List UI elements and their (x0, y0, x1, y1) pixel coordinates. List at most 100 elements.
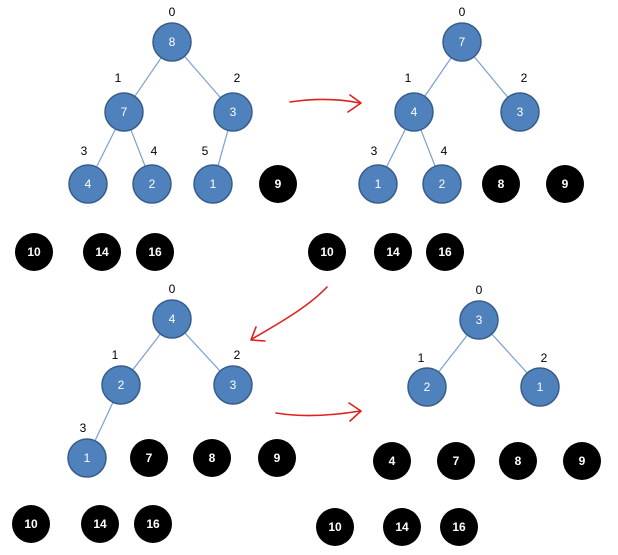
sorted-node-circle (426, 233, 464, 271)
heap-node: 24 (422, 144, 462, 204)
heap-node: 32 (500, 71, 540, 132)
heap-node-circle (152, 299, 192, 339)
heap-node-circle (407, 367, 447, 407)
heap-node: 43 (68, 144, 108, 204)
sorted-node: 10 (308, 233, 346, 271)
sorted-node-value: 7 (146, 451, 153, 465)
sorted-node: 14 (81, 505, 119, 543)
heap-node-value: 2 (118, 378, 125, 392)
sorted-node-value: 16 (438, 245, 452, 259)
sorted-node-circle (12, 505, 50, 543)
heap-node-value: 3 (517, 105, 524, 119)
heap-node: 21 (407, 351, 447, 407)
heap-node-value: 1 (537, 380, 544, 394)
arrow-head (348, 402, 362, 422)
heap-node-value: 1 (375, 177, 382, 191)
heap-node: 80 (152, 5, 192, 62)
heap-index-label: 0 (169, 282, 176, 296)
heap-index-label: 2 (541, 351, 548, 365)
heap-node-circle (520, 367, 560, 407)
sorted-node-value: 14 (386, 245, 400, 259)
sorted-node-value: 10 (27, 245, 41, 259)
heap-node-value: 2 (424, 380, 431, 394)
sorted-node-circle (440, 508, 478, 546)
sorted-node: 16 (426, 233, 464, 271)
heap-node-circle (213, 92, 253, 132)
heap-node-circle (394, 92, 434, 132)
arrow-step-3 (275, 402, 362, 422)
sorted-node: 7 (437, 442, 475, 480)
sorted-node-circle (374, 233, 412, 271)
heap-node-value: 7 (121, 105, 128, 119)
sorted-node: 4 (373, 442, 411, 480)
sorted-node: 14 (374, 233, 412, 271)
sorted-node-circle (546, 165, 584, 203)
heap-node-circle (152, 22, 192, 62)
heap-index-label: 5 (202, 144, 209, 158)
heap-node: 71 (104, 71, 144, 132)
heap-index-label: 0 (169, 5, 176, 19)
heap-node-circle (67, 438, 107, 478)
sorted-node-circle (136, 233, 174, 271)
sorted-node-circle (373, 442, 411, 480)
sorted-node-value: 9 (274, 451, 281, 465)
heap-node: 12 (520, 351, 560, 407)
arrow-step-2 (250, 286, 328, 342)
heap-index-label: 1 (115, 71, 122, 85)
heap-node-value: 3 (476, 313, 483, 327)
sorted-node: 16 (440, 508, 478, 546)
heap-node-circle (442, 22, 482, 62)
sorted-node-circle (259, 165, 297, 203)
heap-node-value: 8 (169, 35, 176, 49)
heap-node-circle (132, 164, 172, 204)
heap-node: 15 (193, 144, 233, 204)
heap-node-circle (104, 92, 144, 132)
heap-node-value: 4 (169, 312, 176, 326)
heap-index-label: 3 (81, 144, 88, 158)
heap-node-value: 3 (230, 378, 237, 392)
heap-node: 70 (442, 5, 482, 62)
sorted-node-circle (258, 439, 296, 477)
sorted-node: 9 (546, 165, 584, 203)
heap-node-value: 1 (84, 451, 91, 465)
heap-node: 21 (101, 348, 141, 405)
heap-node-value: 4 (85, 177, 92, 191)
sorted-node-value: 10 (320, 245, 334, 259)
heap-node: 32 (213, 71, 253, 132)
sorted-node-circle (83, 233, 121, 271)
sorted-node-circle (15, 233, 53, 271)
heap-index-label: 2 (521, 71, 528, 85)
sorted-node-value: 8 (209, 451, 216, 465)
sorted-node: 10 (316, 508, 354, 546)
sorted-node-circle (193, 439, 231, 477)
sorted-node-circle (499, 442, 537, 480)
sorted-node-circle (437, 442, 475, 480)
heap-node-value: 7 (459, 35, 466, 49)
heap-node-circle (68, 164, 108, 204)
sorted-node-value: 9 (579, 454, 586, 468)
heap-node-circle (193, 164, 233, 204)
heap-index-label: 1 (112, 348, 119, 362)
heap-node-circle (422, 164, 462, 204)
sorted-node-circle (316, 508, 354, 546)
sorted-node-value: 8 (498, 177, 505, 191)
sorted-node-circle (130, 439, 168, 477)
heap-node-value: 3 (230, 105, 237, 119)
heap-node: 32 (213, 348, 253, 405)
sorted-node-value: 10 (328, 520, 342, 534)
sorted-node: 9 (259, 165, 297, 203)
heap-index-label: 2 (234, 348, 241, 362)
sorted-node-value: 7 (453, 454, 460, 468)
sorted-node-value: 14 (95, 245, 109, 259)
sorted-node-value: 9 (562, 177, 569, 191)
sorted-node-value: 16 (452, 520, 466, 534)
heap-node-circle (358, 164, 398, 204)
sorted-node: 8 (482, 165, 520, 203)
heap-node-circle (459, 300, 499, 340)
arrow-head (250, 326, 266, 342)
sorted-node: 10 (12, 505, 50, 543)
sorted-node-value: 16 (148, 245, 162, 259)
